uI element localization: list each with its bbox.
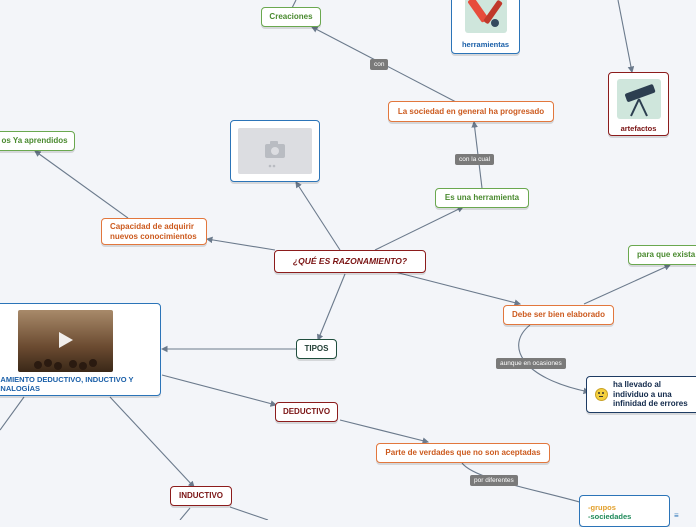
video-thumbnail — [18, 310, 113, 372]
camera-icon — [238, 128, 312, 174]
tipos-label: TIPOS — [304, 344, 328, 354]
deductivo-node[interactable]: DEDUCTIVO — [275, 402, 338, 422]
capacidad-label-line1: Capacidad de adquirir — [110, 222, 194, 232]
edge-inductivo-down2 — [230, 507, 268, 520]
errores-label-line2: individuo a una — [613, 390, 672, 400]
tag-con: con — [370, 59, 388, 70]
aprendidos-label: os Ya aprendidos — [1, 136, 67, 146]
grupos-label: -grupos — [588, 503, 631, 512]
parte-node[interactable]: Parte de verdades que no son aceptadas — [376, 443, 550, 463]
edge-inductivo-down1 — [180, 508, 190, 520]
edge-video-deductivo — [162, 375, 276, 405]
errores-label-line3: infinidad de errores — [613, 399, 688, 409]
deductivo-label: DEDUCTIVO — [283, 407, 330, 417]
central-topic-label: ¿QUÉ ES RAZONAMIENTO? — [293, 256, 407, 266]
tag-con-la-cual: con la cual — [455, 154, 494, 165]
edge-deductivo-parte — [340, 420, 428, 442]
herramienta-node[interactable]: Es una herramienta — [435, 188, 529, 208]
tools-icon — [465, 0, 507, 33]
herramientas-label: herramientas — [452, 40, 519, 49]
sociedad-node[interactable]: La sociedad en general ha progresado — [388, 101, 554, 122]
edge-central-image — [296, 182, 340, 250]
capacidad-label-line2: nuevos conocimientos — [110, 232, 197, 242]
capacidad-node[interactable]: Capacidad de adquirir nuevos conocimient… — [101, 218, 207, 245]
edge-capacidad-aprendidos — [35, 151, 128, 218]
play-icon[interactable] — [55, 330, 75, 350]
grupos-node[interactable]: -grupos -sociedades — [579, 495, 670, 527]
debe-node[interactable]: Debe ser bien elaborado — [503, 305, 614, 325]
parte-label: Parte de verdades que no son aceptadas — [385, 448, 540, 458]
creaciones-label: Creaciones — [269, 12, 312, 22]
creaciones-node[interactable]: Creaciones — [261, 7, 321, 27]
image-node[interactable] — [230, 120, 320, 182]
artefactos-node[interactable]: artefactos — [608, 72, 669, 136]
image-placeholder — [238, 128, 312, 174]
errores-node[interactable]: ha llevado al individuo a una infinidad … — [586, 376, 696, 413]
tipos-node[interactable]: TIPOS — [296, 339, 337, 359]
errores-label-line1: ha llevado al — [613, 380, 661, 390]
inductivo-label: INDUCTIVO — [179, 491, 223, 501]
sociedad-label: La sociedad en general ha progresado — [398, 107, 544, 117]
edge-top-artefactos — [618, 0, 632, 72]
edge-video-left — [0, 397, 24, 430]
video-title-line2: ANALOGÍAS — [0, 384, 133, 393]
notes-icon[interactable]: ≡ — [674, 512, 682, 520]
edge-central-capacidad — [207, 239, 275, 250]
edge-debe-paraque — [584, 265, 670, 304]
artefactos-label: artefactos — [609, 124, 668, 133]
tag-por-diferentes: por diferentes — [470, 475, 518, 486]
aprendidos-node[interactable]: os Ya aprendidos — [0, 131, 75, 151]
edge-video-inductivo — [110, 397, 194, 487]
para-que-label: para que exista — [637, 250, 695, 260]
herramientas-node[interactable]: herramientas — [451, 0, 520, 54]
video-title-line1: NAMIENTO DEDUCTIVO, INDUCTIVO Y — [0, 375, 133, 384]
inductivo-node[interactable]: INDUCTIVO — [170, 486, 232, 506]
para-que-node[interactable]: para que exista — [628, 245, 696, 265]
central-topic[interactable]: ¿QUÉ ES RAZONAMIENTO? — [274, 250, 426, 273]
herramienta-label: Es una herramienta — [445, 193, 519, 203]
worried-face-icon — [595, 388, 608, 401]
telescope-icon — [617, 79, 661, 119]
edge-central-debe — [395, 272, 520, 304]
tag-aunque: aunque en ocasiones — [496, 358, 566, 369]
debe-label: Debe ser bien elaborado — [512, 310, 605, 320]
edge-central-tipos — [318, 274, 345, 340]
video-node[interactable]: NAMIENTO DEDUCTIVO, INDUCTIVO Y ANALOGÍA… — [0, 303, 161, 396]
edge-central-herramienta — [375, 207, 463, 250]
